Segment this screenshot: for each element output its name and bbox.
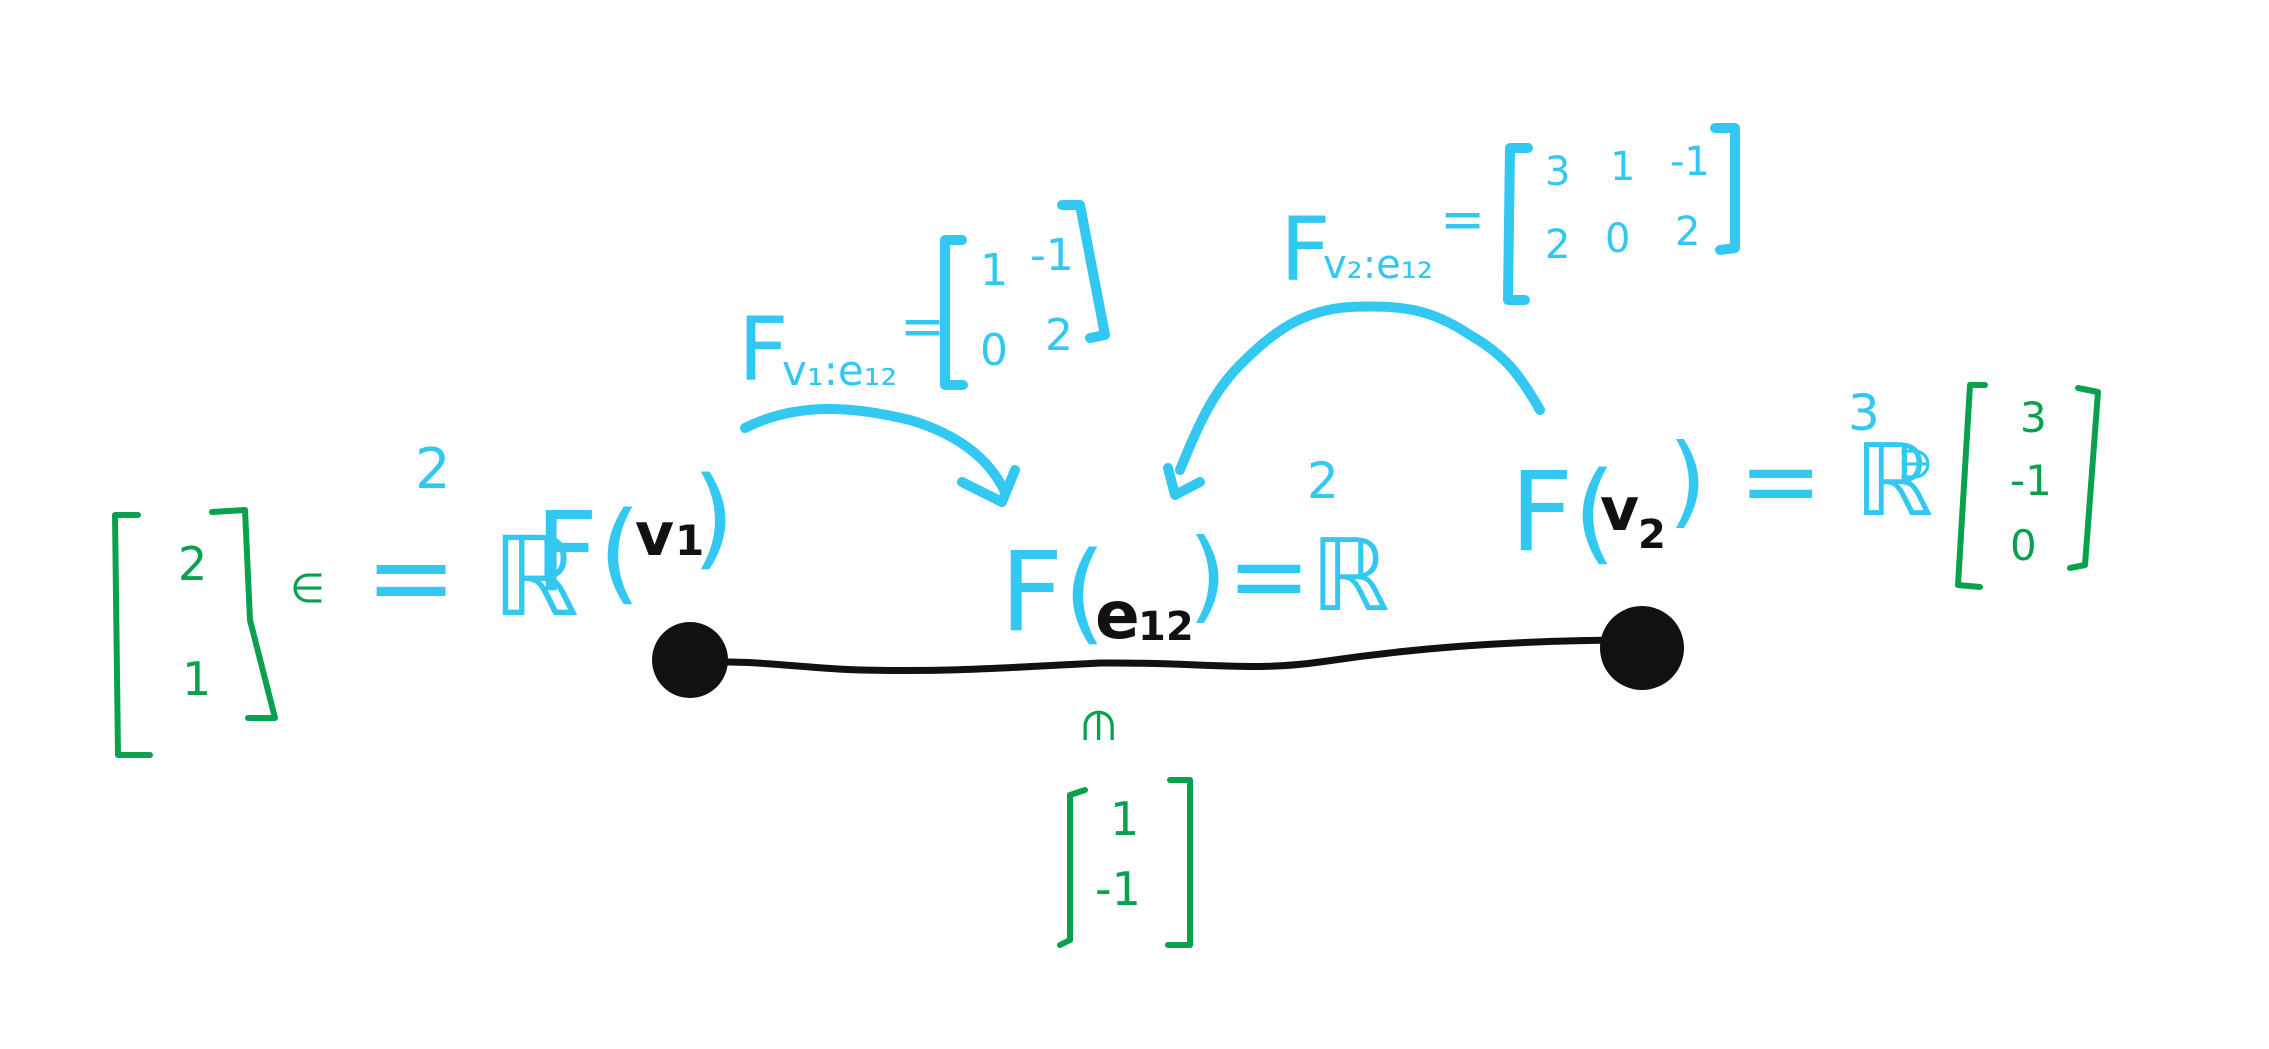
- vertex-v2: [1600, 606, 1684, 690]
- matrix-entry: 2: [1675, 209, 1700, 255]
- matrix-entry: 0: [1605, 216, 1630, 262]
- bracket-right: [1710, 123, 1740, 255]
- bracket-right: [1165, 777, 1193, 948]
- stalk-v1-dim: 2: [415, 437, 451, 502]
- bracket-left: [1503, 143, 1533, 305]
- section-e12: 1 -1: [1057, 777, 1193, 948]
- edge-e12: [686, 636, 1644, 675]
- section-v1: 2 1 ∈: [112, 507, 325, 758]
- stalk-v1-functor: F(: [535, 488, 641, 616]
- element-of-symbol: ∈: [290, 566, 325, 612]
- arrow-head: [1163, 463, 1205, 500]
- bracket-left: [1057, 787, 1088, 948]
- vertex-v1: [652, 622, 728, 698]
- stalk-v1-vertex-label: v: [635, 500, 674, 570]
- section-v2-entry-1: 3: [2020, 393, 2047, 442]
- section-e12-entry-2: -1: [1095, 862, 1141, 916]
- contains-symbol: ∋: [1898, 442, 1933, 488]
- bracket-left: [1955, 382, 1988, 590]
- matrix-entry: -1: [1030, 230, 1074, 281]
- stalk-v2-vertex-label: v: [1600, 475, 1639, 545]
- arrow-v2-to-e12: [1175, 301, 1545, 475]
- matrix-entry: 1: [1610, 144, 1635, 190]
- stalk-e12-dim: 2: [1307, 452, 1339, 510]
- stalk-v2-functor: F(: [1510, 448, 1616, 576]
- section-v1-entry-1: 2: [178, 537, 207, 591]
- matrix-entry: 2: [1545, 222, 1570, 268]
- map-v1-e12-label: F: [738, 298, 789, 401]
- stalk-e12-functor: F(: [1000, 528, 1106, 656]
- matrix-entry: -1: [1670, 139, 1710, 185]
- element-of-symbol: ∈: [1074, 707, 1123, 744]
- stalk-v1-vertex-sub: 1: [675, 516, 704, 565]
- arrow-v1-to-e12: [740, 404, 1010, 497]
- map-v2-e12-label: F: [1280, 198, 1331, 301]
- bracket-right: [2067, 385, 2101, 571]
- stalk-v2-space: ) = ℝ: [1668, 422, 1934, 539]
- section-e12-entry-1: 1: [1110, 792, 1139, 846]
- section-v2-entry-3: 0: [2010, 521, 2037, 570]
- map-v1-e12-sub: v₁:e₁₂: [782, 346, 897, 395]
- section-v1-entry-2: 1: [182, 652, 211, 706]
- matrix-entry: 3: [1545, 149, 1570, 195]
- matrix-entry: 2: [1045, 310, 1073, 361]
- map-v2-e12-equals: =: [1440, 188, 1485, 251]
- stalk-v1-space: = ℝ: [365, 513, 579, 641]
- map-v1-e12-equals: =: [900, 295, 945, 358]
- stalk-e12-edge-sub: 12: [1138, 604, 1194, 650]
- matrix-entry: 1: [980, 245, 1008, 296]
- section-v2: 3 -1 0: [1955, 382, 2101, 590]
- bracket-left: [940, 235, 968, 390]
- map-v2-e12-sub: v₂:e₁₂: [1323, 242, 1433, 288]
- stalk-v2-dim: 3: [1848, 384, 1880, 442]
- bracket-right: [209, 507, 278, 721]
- section-v2-entry-2: -1: [2010, 456, 2052, 505]
- stalk-v2-vertex-sub: 2: [1638, 512, 1666, 558]
- stalk-v1-close: ): [692, 453, 735, 581]
- map-v2-e12-matrix: 3 1 -1 2 0 2: [1503, 123, 1740, 305]
- bracket-right: [1057, 200, 1110, 343]
- arrow-head: [957, 465, 1020, 507]
- matrix-entry: 0: [980, 325, 1008, 376]
- bracket-left: [112, 512, 153, 758]
- stalk-e12-edge-label: e: [1095, 577, 1140, 654]
- map-v1-e12-matrix: 1 -1 0 2: [940, 200, 1110, 390]
- stalk-e12-space: )=ℝ: [1188, 517, 1390, 634]
